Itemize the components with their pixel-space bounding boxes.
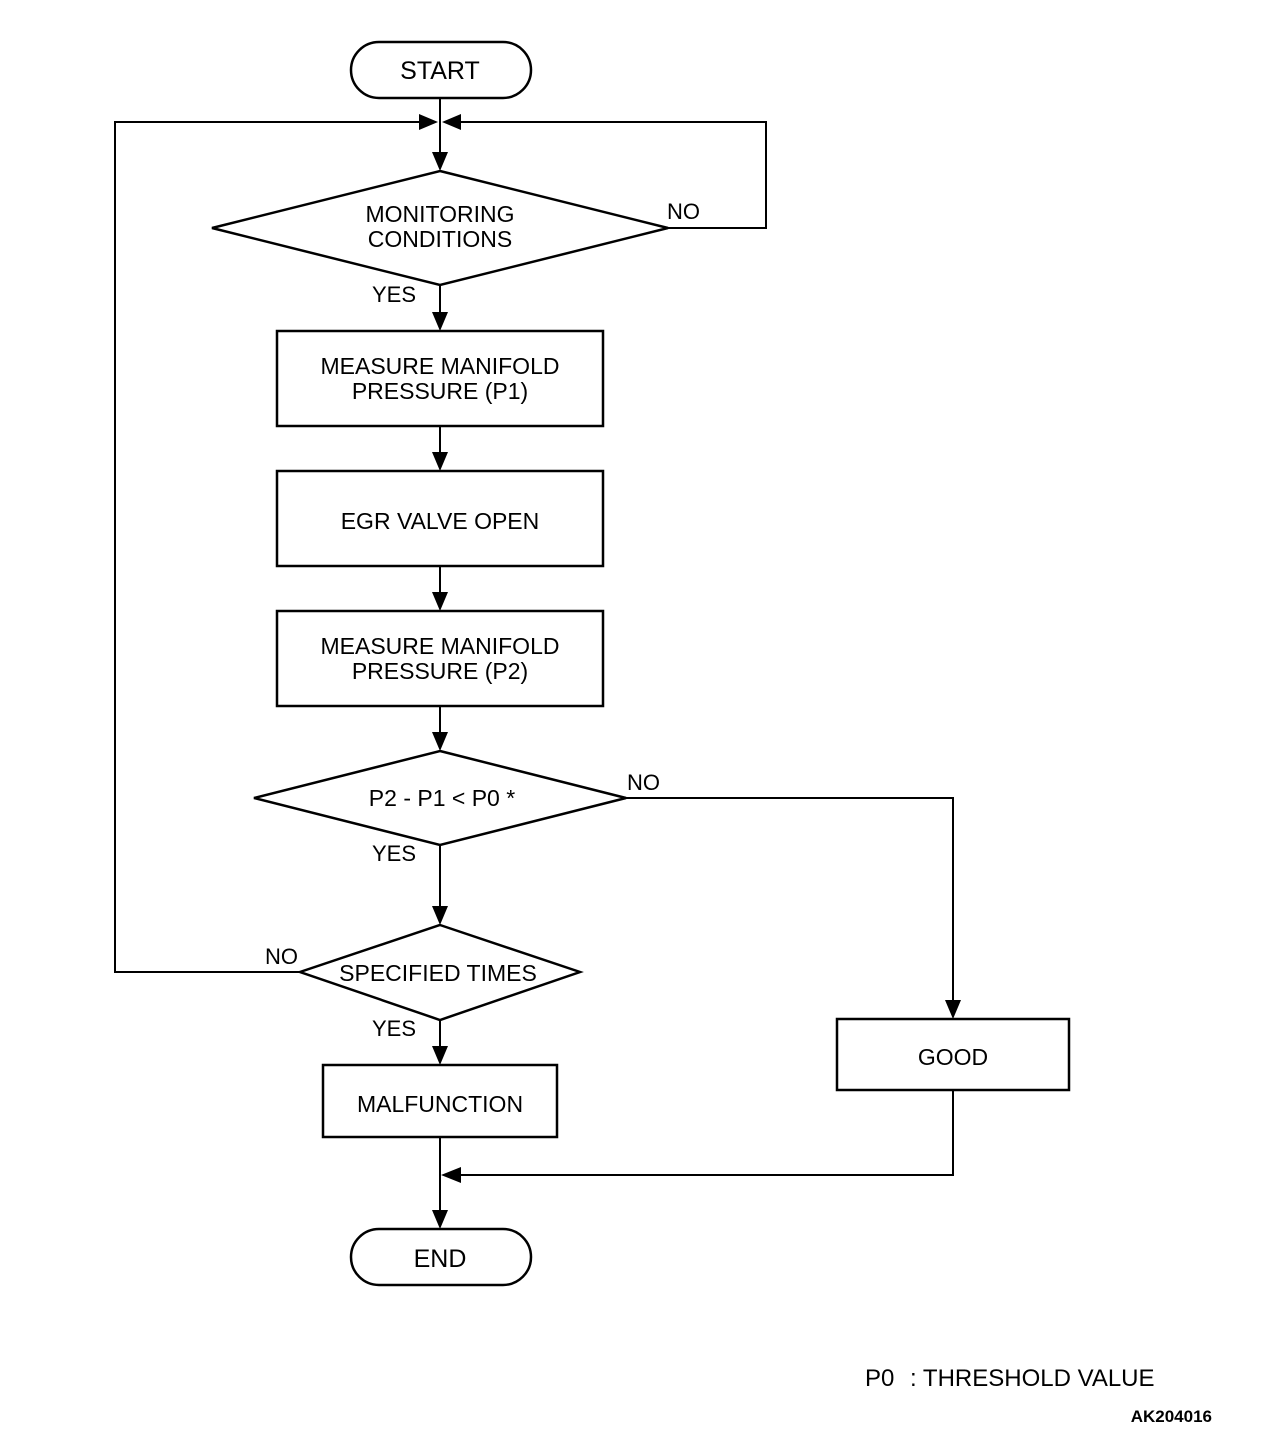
egr-open-label: EGR VALVE OPEN xyxy=(341,508,540,534)
start-label: START xyxy=(400,57,480,85)
arrowhead-to-malfunction xyxy=(432,1046,448,1065)
connector-monitoring-no-loop xyxy=(460,121,767,229)
decision-monitoring-conditions: MONITORING CONDITIONS xyxy=(211,169,669,287)
footnote-symbol: P0 xyxy=(865,1365,894,1392)
arrowhead-specified-times-no-return xyxy=(419,114,438,130)
arrowhead-to-compare xyxy=(432,732,448,751)
measure-p1-line2: PRESSURE (P1) xyxy=(352,378,528,404)
monitoring-no-label: NO xyxy=(667,199,700,224)
process-egr-valve-open: EGR VALVE OPEN xyxy=(275,469,605,568)
decision-pressure-compare: P2 - P1 < P0 * xyxy=(253,749,627,847)
measure-p2-line2: PRESSURE (P2) xyxy=(352,658,528,684)
connector-good-to-end xyxy=(460,1090,954,1176)
monitoring-label-line1: MONITORING xyxy=(365,201,514,227)
decision-specified-times: SPECIFIED TIMES xyxy=(296,923,584,1022)
arrowhead-to-monitoring xyxy=(432,152,448,171)
footnote-text: : THRESHOLD VALUE xyxy=(910,1365,1155,1392)
compare-label: P2 - P1 < P0 * xyxy=(369,785,515,811)
compare-yes-label: YES xyxy=(372,841,416,866)
compare-no-label: NO xyxy=(627,770,660,795)
arrowhead-to-specified-times xyxy=(432,906,448,925)
arrowhead-to-end xyxy=(432,1210,448,1229)
process-measure-p2: MEASURE MANIFOLD PRESSURE (P2) xyxy=(275,609,605,708)
process-measure-p1: MEASURE MANIFOLD PRESSURE (P1) xyxy=(275,329,605,428)
arrowhead-good-join xyxy=(441,1167,461,1183)
arrowhead-to-measure-p2 xyxy=(432,592,448,611)
arrowhead-to-good xyxy=(945,1000,961,1019)
measure-p1-line1: MEASURE MANIFOLD xyxy=(321,353,560,379)
good-label: GOOD xyxy=(918,1044,988,1070)
monitoring-yes-label: YES xyxy=(372,282,416,307)
connector-specified-times-no-loop xyxy=(114,121,420,973)
reference-code: AK204016 xyxy=(1131,1407,1212,1426)
specified-times-no-label: NO xyxy=(265,944,298,969)
monitoring-label-line2: CONDITIONS xyxy=(368,226,512,252)
arrowhead-to-measure-p1 xyxy=(432,312,448,331)
process-good: GOOD xyxy=(835,1017,1071,1092)
specified-times-yes-label: YES xyxy=(372,1016,416,1041)
arrowhead-monitoring-no-return xyxy=(442,114,461,130)
start-terminal: START xyxy=(349,40,533,100)
malfunction-label: MALFUNCTION xyxy=(357,1091,523,1117)
connector-compare-no xyxy=(626,797,954,1002)
specified-times-label: SPECIFIED TIMES xyxy=(339,960,537,986)
process-malfunction: MALFUNCTION xyxy=(321,1063,559,1139)
arrowhead-to-egr xyxy=(432,452,448,471)
measure-p2-line1: MEASURE MANIFOLD xyxy=(321,633,560,659)
connectors xyxy=(114,98,961,1229)
end-label: END xyxy=(414,1245,467,1273)
end-terminal: END xyxy=(349,1227,533,1287)
